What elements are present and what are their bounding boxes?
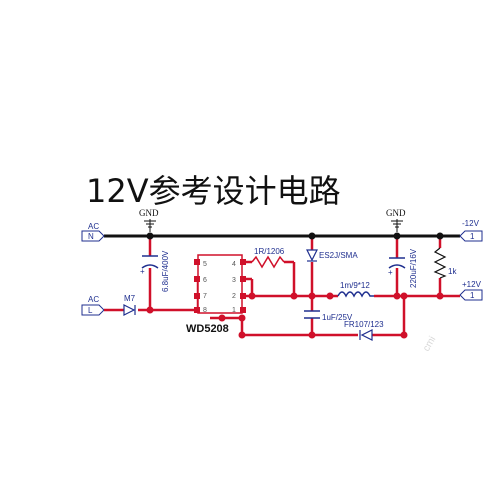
ac-n-label: AC (88, 222, 99, 231)
chip-pin-1: 1 (232, 307, 236, 314)
chip-pin-7: 7 (203, 293, 207, 300)
chip-pin-2: 2 (232, 293, 236, 300)
svg-text:+: + (140, 267, 145, 276)
output-capacitor-label: 220uF/16V (409, 248, 418, 288)
svg-text:+: + (388, 268, 393, 277)
ground-icon (391, 219, 403, 232)
out-neg-port: 1 (459, 230, 483, 242)
fast-diode-icon (306, 249, 318, 262)
ac-l-label: AC (88, 295, 99, 304)
ac-l-port: L (81, 304, 105, 316)
feedback-capacitor-icon (304, 310, 320, 319)
ac-l-pin: L (88, 306, 93, 315)
out-pos-port: 1 (459, 289, 483, 301)
feedback-capacitor-label: 1uF/25V (322, 313, 353, 322)
sense-resistor-label: 1R/1206 (254, 247, 285, 256)
rectifier-diode-icon (123, 304, 136, 316)
junction-nodes (146, 232, 444, 339)
out-neg-pin: 1 (470, 232, 475, 241)
feedback-diode-label: FR107/123 (344, 320, 384, 329)
gnd-label-right: GND (386, 208, 406, 218)
input-capacitor-label: 6.8uF/400V (161, 250, 170, 292)
diagram-title: 12V参考设计电路 (86, 172, 341, 210)
rectifier-label: M7 (124, 294, 136, 303)
chip-pin-4: 4 (232, 261, 236, 268)
chip-pin-6: 6 (203, 277, 207, 284)
input-capacitor-icon: + (140, 255, 159, 276)
chip-pin-3: 3 (232, 277, 236, 284)
feedback-diode-icon (359, 329, 373, 341)
gnd-label-left: GND (139, 208, 159, 218)
out-neg-label: -12V (462, 219, 480, 228)
chip-name: WD5208 (186, 323, 229, 335)
ground-icon (144, 219, 156, 232)
out-pos-label: +12V (462, 280, 482, 289)
chip-pin-5: 5 (203, 261, 207, 268)
ac-n-port: N (81, 230, 105, 242)
out-pos-pin: 1 (470, 291, 475, 300)
inductor-icon (337, 291, 374, 298)
sense-resistor-icon (251, 255, 285, 269)
output-capacitor-icon: + (388, 257, 406, 277)
fast-diode-label: ES2J/SMA (319, 251, 358, 260)
load-resistor-icon (433, 247, 447, 279)
load-resistor-label: 1k (448, 267, 457, 276)
inductor-label: 1m/9*12 (340, 281, 370, 290)
ac-n-pin: N (88, 232, 94, 241)
chip-pin-8: 8 (203, 307, 207, 314)
controller-chip: 5 6 7 8 4 3 2 1 (194, 254, 246, 314)
watermark: cmi (421, 335, 438, 354)
